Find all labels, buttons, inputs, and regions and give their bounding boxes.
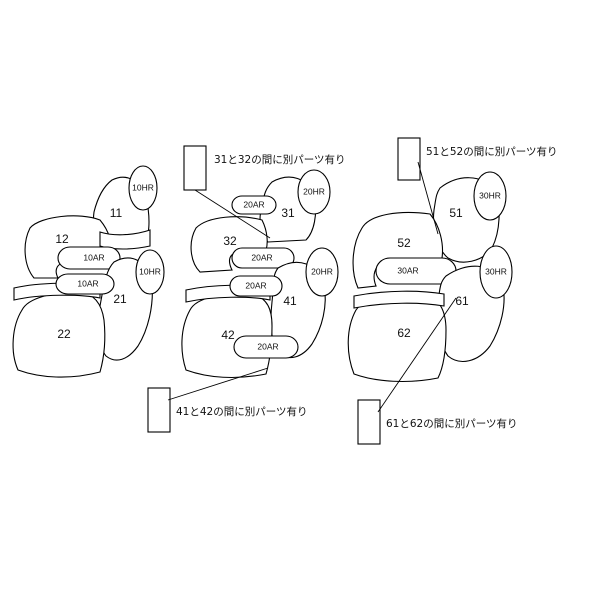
armrest-20ar-top bbox=[231, 195, 277, 215]
label-10ar-lower: 10AR bbox=[77, 278, 98, 288]
seat-group-2: 31 32 41 42 20HR 20HR 20AR 20AR 20AR 20A… bbox=[147, 145, 346, 433]
leader-31-32 bbox=[194, 189, 271, 239]
label-30ar: 30AR bbox=[397, 265, 418, 275]
armrest-20ar-low bbox=[229, 275, 283, 297]
armrest-10ar-upper bbox=[57, 246, 121, 270]
label-20hr-lower: 20HR bbox=[311, 266, 333, 276]
label-62: 62 bbox=[397, 326, 411, 340]
headrest-30hr-upper bbox=[473, 171, 507, 221]
headrest-10hr-lower bbox=[135, 249, 165, 295]
note-31-32: 31と32の間に別パーツ有り bbox=[214, 153, 346, 166]
note-box-31-32 bbox=[183, 145, 207, 191]
armrest-20ar-mid bbox=[231, 247, 295, 269]
label-61: 61 bbox=[455, 294, 469, 308]
label-10hr-upper: 10HR bbox=[132, 182, 154, 192]
note-61-62: 61と62の間に別パーツ有り bbox=[386, 417, 518, 430]
label-20ar-top: 20AR bbox=[243, 199, 264, 209]
label-12: 12 bbox=[55, 232, 69, 246]
armrest-20ar-bottom bbox=[233, 335, 299, 359]
headrest-30hr-lower bbox=[479, 245, 513, 299]
seat-group-3: 51 52 61 62 30HR 30HR 30AR 51と52の間に別パーツ有… bbox=[347, 137, 558, 445]
label-10ar-upper: 10AR bbox=[83, 252, 104, 262]
leader-51-52 bbox=[417, 161, 439, 235]
note-box-51-52 bbox=[397, 137, 421, 181]
label-42: 42 bbox=[221, 328, 235, 342]
note-51-52: 51と52の間に別パーツ有り bbox=[426, 145, 558, 158]
label-30hr-upper: 30HR bbox=[479, 190, 501, 200]
headrest-20hr-lower bbox=[305, 247, 339, 297]
leader-61-62 bbox=[377, 297, 457, 413]
cushion-62-front bbox=[353, 290, 445, 309]
label-10hr-lower: 10HR bbox=[139, 266, 161, 276]
note-box-61-62 bbox=[357, 399, 381, 445]
label-31: 31 bbox=[281, 206, 295, 220]
seat-group-1: 11 12 21 22 10HR 10HR 10AR 10AR bbox=[12, 165, 165, 378]
note-41-42: 41と42の間に別パーツ有り bbox=[176, 405, 308, 418]
armrest-10ar-lower bbox=[55, 273, 115, 295]
label-20ar-mid: 20AR bbox=[251, 252, 272, 262]
label-51: 51 bbox=[449, 206, 463, 220]
label-30hr-lower: 30HR bbox=[485, 266, 507, 276]
headrest-10hr-upper bbox=[128, 165, 158, 211]
label-21: 21 bbox=[113, 292, 127, 306]
label-32: 32 bbox=[223, 234, 237, 248]
label-52: 52 bbox=[397, 236, 411, 250]
label-20ar-bottom: 20AR bbox=[257, 341, 278, 351]
label-11: 11 bbox=[110, 206, 123, 220]
label-41: 41 bbox=[283, 294, 297, 308]
label-20hr-upper: 20HR bbox=[303, 186, 325, 196]
label-22: 22 bbox=[57, 327, 71, 341]
headrest-20hr-upper bbox=[297, 169, 331, 215]
label-20ar-low: 20AR bbox=[245, 280, 266, 290]
note-box-41-42 bbox=[147, 387, 171, 433]
leader-41-42 bbox=[167, 367, 269, 401]
